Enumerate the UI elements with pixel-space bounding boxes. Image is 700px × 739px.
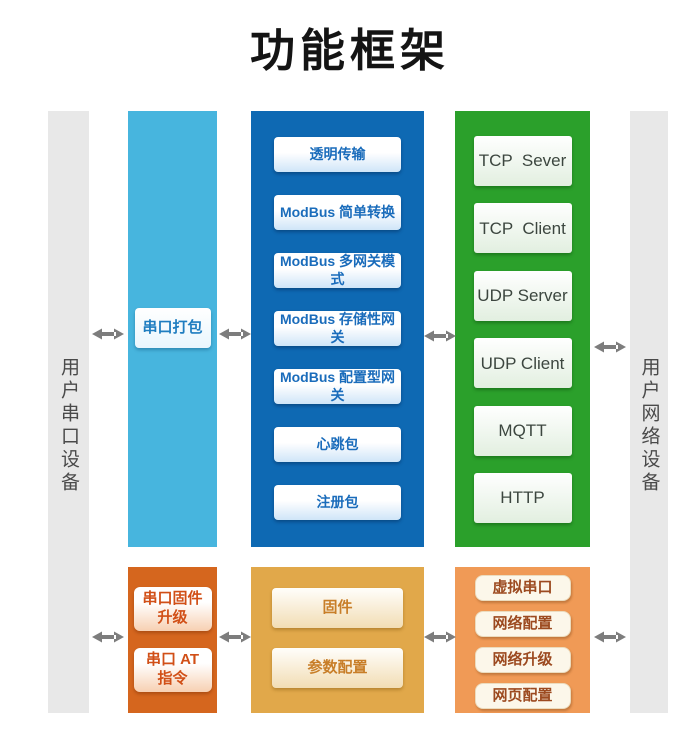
double-arrow-icon	[219, 327, 251, 341]
feature-box-serial-firmware-upgrade: 串口固件 升级	[133, 587, 212, 631]
left-device-bar-label: 用户串口设备	[58, 357, 79, 495]
double-arrow-icon	[92, 327, 124, 341]
page-title: 功能框架	[249, 25, 450, 76]
feature-box-webpage-config: 网页配置	[474, 683, 571, 709]
right-device-bar-label: 用户网络设备	[638, 357, 660, 495]
double-arrow-icon	[424, 329, 456, 343]
feature-box-serial-at-command: 串口 AT 指令	[133, 648, 212, 692]
feature-box-heartbeat: 心跳包	[274, 427, 401, 462]
feature-box-tcp-client: TCP Client	[473, 203, 572, 254]
feature-box-modbus-storage-gateway: ModBus 存储性网关	[274, 311, 401, 346]
feature-box-http: HTTP	[473, 472, 572, 523]
serial-pack-column: 串口打包	[128, 111, 217, 547]
feature-box-transparent-transfer: 透明传输	[274, 137, 401, 172]
core-features-column: 透明传输 ModBus 简单转换 ModBus 多网关模式 ModBus 存储性…	[251, 111, 424, 547]
feature-box-tcp-server: TCP Sever	[473, 136, 572, 186]
feature-box-serial-pack: 串口打包	[134, 308, 211, 348]
left-device-bar: 用户串口设备	[48, 111, 89, 713]
feature-box-mqtt: MQTT	[473, 405, 572, 456]
feature-box-register-packet: 注册包	[274, 485, 401, 520]
double-arrow-icon	[594, 630, 626, 644]
feature-box-network-upgrade: 网络升级	[474, 647, 571, 673]
feature-box-virtual-serial: 虚拟串口	[474, 575, 571, 601]
feature-box-modbus-simple: ModBus 简单转换	[274, 195, 401, 230]
net-protocols-column: TCP Sever TCP Client UDP Server UDP Clie…	[455, 111, 590, 547]
double-arrow-icon	[594, 340, 626, 354]
right-device-bar: 用户网络设备	[630, 111, 668, 713]
feature-box-modbus-config-gateway: ModBus 配置型网关	[274, 369, 401, 404]
double-arrow-icon	[424, 630, 456, 644]
feature-box-modbus-multi-gateway: ModBus 多网关模式	[274, 253, 401, 288]
feature-box-firmware: 固件	[272, 588, 403, 628]
feature-box-udp-client: UDP Client	[473, 338, 572, 389]
double-arrow-icon	[92, 630, 124, 644]
double-arrow-icon	[219, 630, 251, 644]
serial-maintain-column: 串口固件 升级 串口 AT 指令	[128, 567, 217, 713]
feature-box-network-config: 网络配置	[474, 611, 571, 637]
feature-box-udp-server: UDP Server	[473, 270, 572, 321]
feature-box-param-config: 参数配置	[272, 648, 403, 688]
firmware-column: 固件 参数配置	[251, 567, 424, 713]
net-maintain-column: 虚拟串口 网络配置 网络升级 网页配置	[455, 567, 590, 713]
